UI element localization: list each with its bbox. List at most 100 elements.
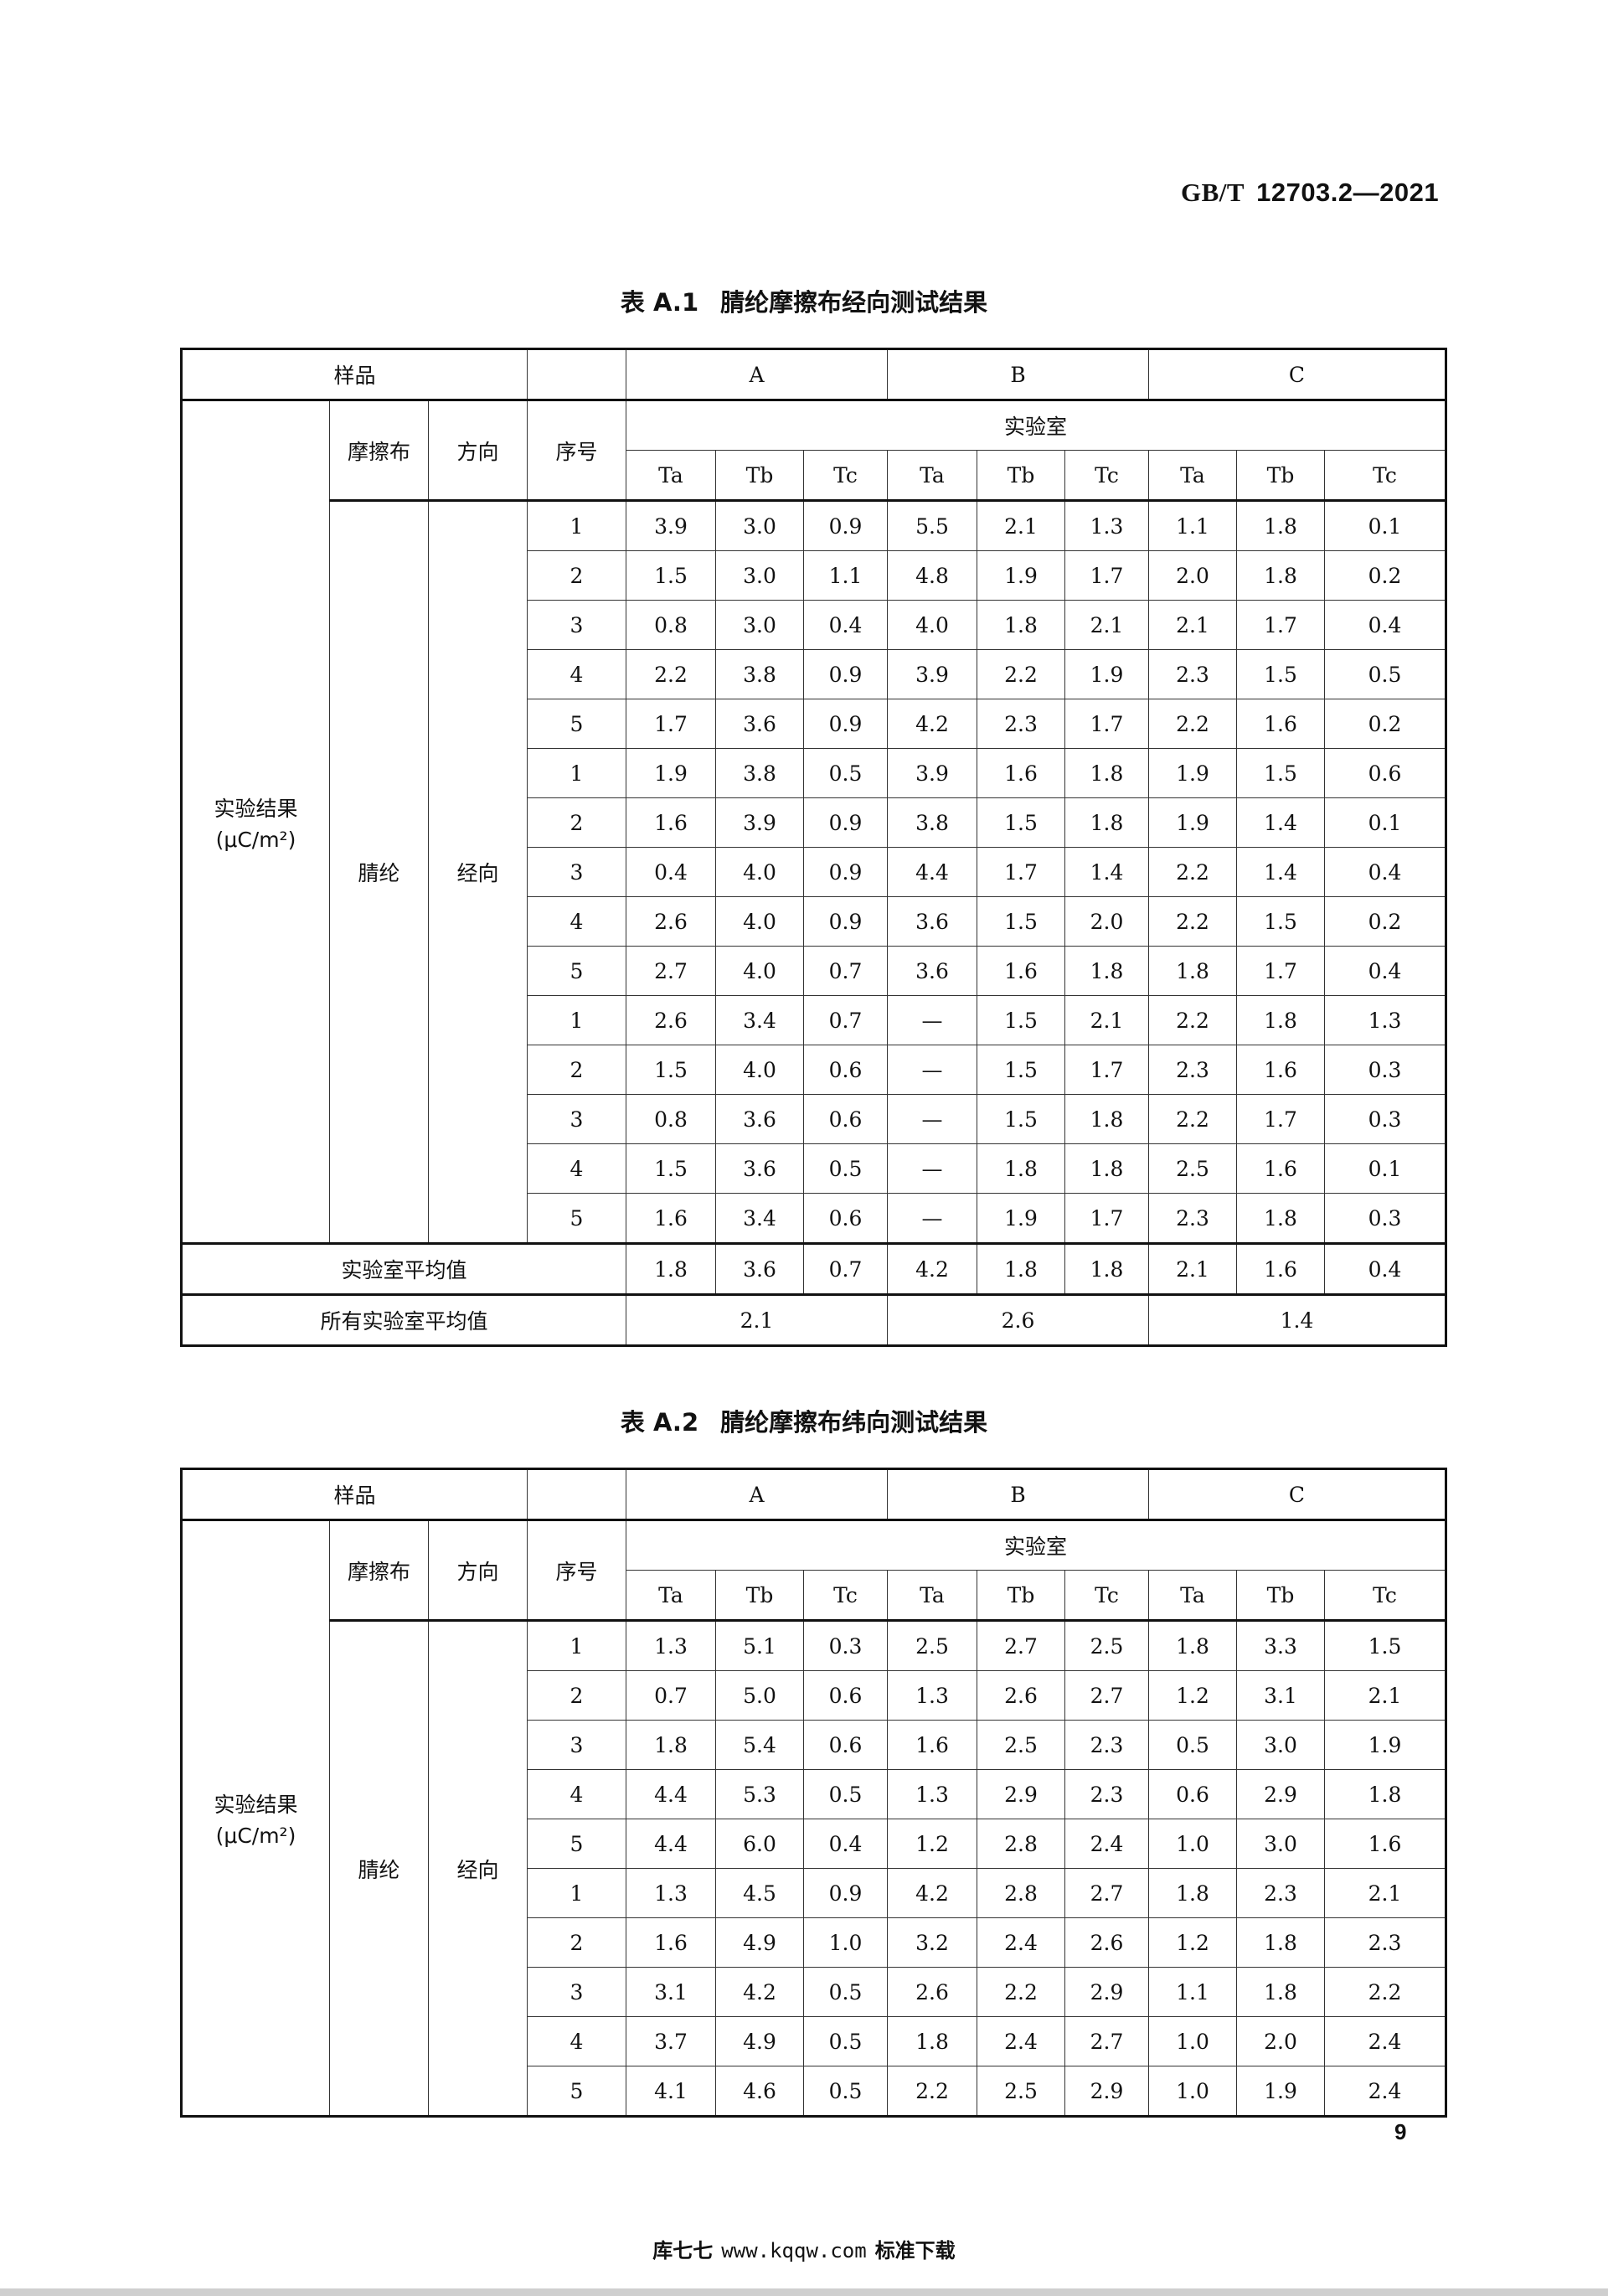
all-average-cell: 2.6: [887, 1293, 1149, 1346]
value-cell: —: [887, 995, 977, 1045]
seq-cell: 5: [527, 1193, 626, 1244]
value-cell: 5.3: [715, 1769, 804, 1819]
subcol-header: Tb: [715, 1570, 804, 1621]
seq-cell: 2: [527, 1670, 626, 1721]
value-cell: 1.9: [1324, 1720, 1446, 1770]
seq-cell: 5: [527, 699, 626, 749]
value-cell: 1.8: [1148, 1868, 1237, 1918]
standard-number: 12703.2—2021: [1256, 178, 1440, 207]
value-cell: 3.4: [715, 1193, 804, 1244]
value-cell: 1.5: [626, 1045, 716, 1095]
value-cell: 1.3: [626, 1619, 716, 1671]
value-cell: 0.9: [803, 847, 888, 897]
value-cell: 2.2: [1148, 896, 1237, 947]
value-cell: 0.5: [1148, 1720, 1237, 1770]
value-cell: 1.3: [1324, 995, 1446, 1045]
value-cell: 2.6: [626, 995, 716, 1045]
value-cell: 1.4: [1236, 797, 1325, 848]
value-cell: 1.9: [1064, 649, 1149, 699]
value-cell: 1.6: [1236, 699, 1325, 749]
seq-cell: 3: [527, 847, 626, 897]
value-cell: 2.9: [1064, 2066, 1149, 2117]
value-cell: 2.7: [1064, 1868, 1149, 1918]
value-cell: 1.7: [1064, 1193, 1149, 1244]
seq-cell: 5: [527, 1819, 626, 1869]
value-cell: 1.4: [1064, 847, 1149, 897]
sample-c: C: [1148, 1468, 1446, 1520]
lab-average-cell: 1.8: [626, 1242, 716, 1295]
value-cell: 1.8: [1064, 797, 1149, 848]
value-cell: 4.4: [887, 847, 977, 897]
value-cell: 1.8: [887, 2016, 977, 2066]
value-cell: 3.0: [715, 499, 804, 551]
value-cell: 3.9: [715, 797, 804, 848]
subcol-header: Tb: [1236, 450, 1325, 501]
lab-average-cell: 3.6: [715, 1242, 804, 1295]
value-cell: 4.0: [715, 1045, 804, 1095]
seq-cell: 2: [527, 550, 626, 601]
value-cell: 4.4: [626, 1769, 716, 1819]
value-cell: 1.1: [1148, 1967, 1237, 2017]
value-cell: 1.5: [977, 797, 1065, 848]
value-cell: 1.6: [626, 797, 716, 848]
seq-cell: 3: [527, 1720, 626, 1770]
value-cell: 2.4: [1064, 1819, 1149, 1869]
unit-label: (μC/m²): [215, 1824, 296, 1848]
value-cell: 2.4: [977, 2016, 1065, 2066]
value-cell: 2.2: [977, 649, 1065, 699]
value-cell: 1.8: [977, 600, 1065, 650]
value-cell: 1.2: [1148, 1917, 1237, 1968]
value-cell: 1.7: [1236, 946, 1325, 996]
value-cell: 2.2: [887, 2066, 977, 2117]
value-cell: 0.3: [1324, 1094, 1446, 1144]
value-cell: 3.6: [887, 946, 977, 996]
table1-caption-number: 表 A.1: [620, 288, 699, 317]
subcol-header: Ta: [887, 1570, 977, 1621]
value-cell: 1.6: [977, 748, 1065, 798]
value-cell: 1.8: [1324, 1769, 1446, 1819]
footer-tag: 标准下载: [874, 2239, 956, 2262]
value-cell: 3.9: [887, 748, 977, 798]
value-cell: 0.4: [1324, 946, 1446, 996]
value-cell: 2.4: [1324, 2066, 1446, 2117]
value-cell: 1.5: [977, 1045, 1065, 1095]
value-cell: 0.6: [1324, 748, 1446, 798]
value-cell: 1.8: [1148, 946, 1237, 996]
value-cell: 2.3: [1324, 1917, 1446, 1968]
value-cell: 2.1: [1064, 600, 1149, 650]
lab-average-cell: 1.6: [1236, 1242, 1325, 1295]
value-cell: 2.3: [1148, 1193, 1237, 1244]
value-cell: 1.5: [1236, 649, 1325, 699]
value-cell: 0.3: [803, 1619, 888, 1671]
empty-header-cell: [527, 348, 626, 400]
cloth-value: 腈纶: [329, 1619, 429, 2117]
value-cell: 1.6: [1324, 1819, 1446, 1869]
value-cell: 3.4: [715, 995, 804, 1045]
value-cell: 3.8: [715, 649, 804, 699]
lab-average-cell: 0.4: [1324, 1242, 1446, 1295]
value-cell: 1.2: [1148, 1670, 1237, 1721]
value-cell: 3.7: [626, 2016, 716, 2066]
cloth-value: 腈纶: [329, 499, 429, 1244]
seq-cell: 4: [527, 649, 626, 699]
sample-b: B: [887, 348, 1149, 400]
value-cell: 0.2: [1324, 699, 1446, 749]
value-cell: 6.0: [715, 1819, 804, 1869]
footer-url[interactable]: www.kqqw.com: [721, 2239, 867, 2262]
value-cell: 1.8: [1236, 499, 1325, 551]
value-cell: 0.4: [1324, 847, 1446, 897]
value-cell: 2.8: [977, 1819, 1065, 1869]
all-average-cell: 1.4: [1148, 1293, 1446, 1346]
seq-cell: 3: [527, 1094, 626, 1144]
value-cell: 5.1: [715, 1619, 804, 1671]
